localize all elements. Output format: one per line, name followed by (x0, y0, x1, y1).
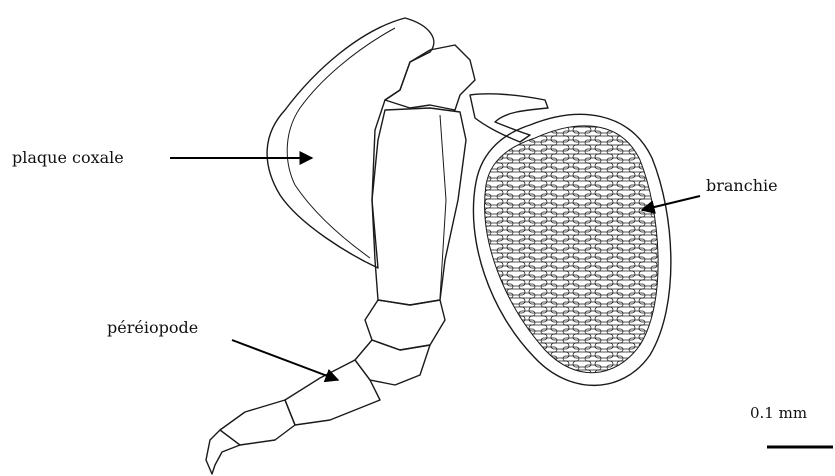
merus-segment (355, 340, 430, 385)
label-gill: branchie (706, 176, 778, 195)
coxal-plate-inner-edge (287, 28, 395, 258)
basis-segment (372, 108, 466, 305)
coxal-plate-outline (267, 18, 434, 268)
dactylus-segment (206, 430, 240, 474)
coxa-segment (385, 45, 475, 110)
gill (470, 110, 680, 400)
arrow-pereiopod (232, 340, 338, 380)
carpus-segment (285, 360, 380, 425)
scale-label: 0.1 mm (750, 404, 807, 422)
label-coxal-plate: plaque coxale (12, 148, 124, 167)
label-pereiopod: péréiopode (107, 318, 198, 337)
